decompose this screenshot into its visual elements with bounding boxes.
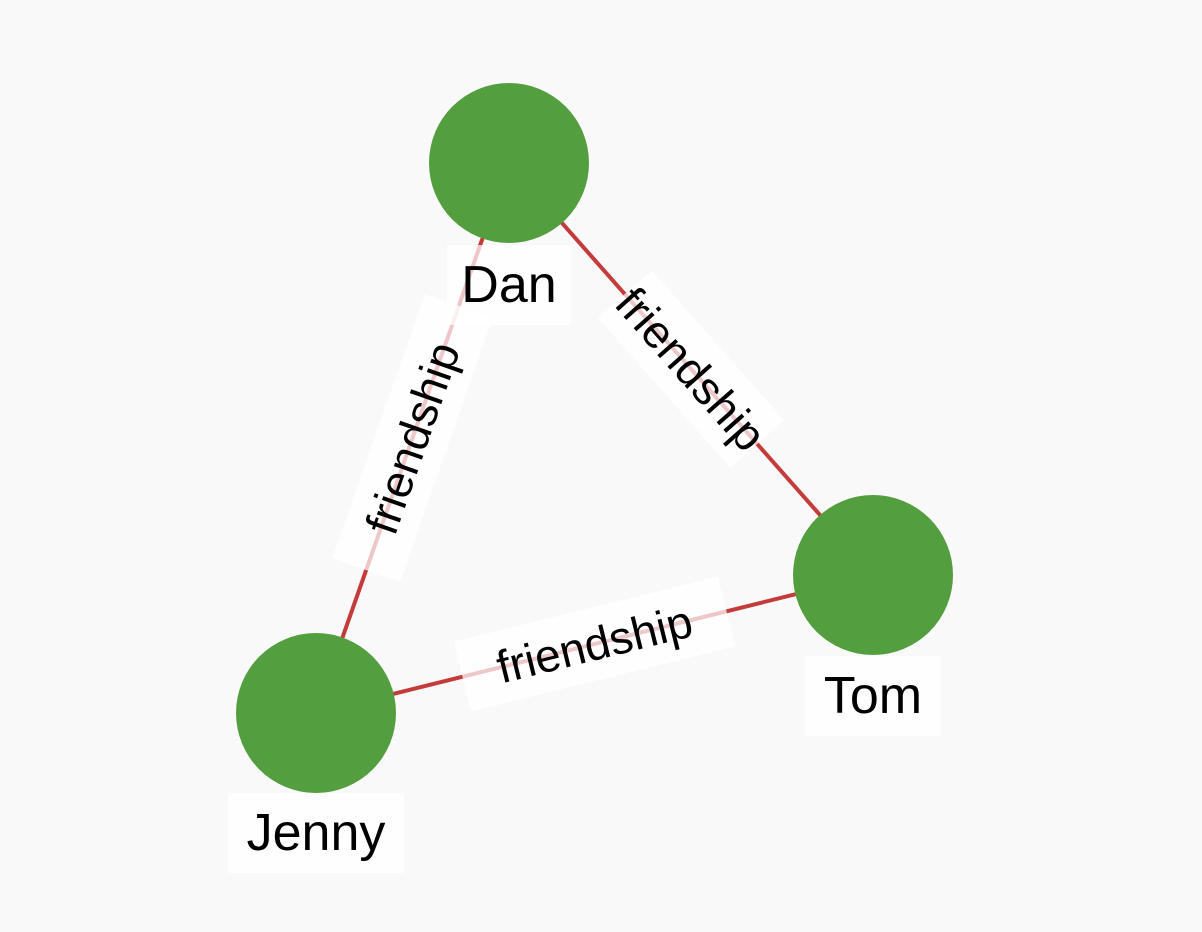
edge-label-background [332, 293, 493, 583]
node-label-tom: Tom [805, 656, 941, 736]
edge-label-background [597, 270, 785, 468]
node-layer [236, 83, 953, 793]
node-label-background [447, 245, 571, 325]
edge-label-dan-tom[interactable]: friendship [597, 270, 785, 468]
node-dan[interactable] [429, 83, 589, 243]
edge-label-text: friendship [605, 277, 776, 461]
node-label-background [805, 656, 941, 736]
node-label-background [228, 793, 404, 873]
node-label-text: Jenny [247, 804, 386, 862]
node-label-layer: Dan Tom Jenny [228, 245, 941, 873]
edge-label-background [453, 576, 736, 712]
node-label-text: Dan [461, 256, 556, 314]
edge-label-layer: friendship friendship friendship [332, 270, 785, 712]
node-label-dan: Dan [447, 245, 571, 325]
node-tom[interactable] [793, 495, 953, 655]
edge-label-dan-jenny[interactable]: friendship [332, 293, 493, 583]
node-jenny[interactable] [236, 633, 396, 793]
node-label-text: Tom [824, 667, 922, 725]
edge-label-jenny-tom[interactable]: friendship [453, 576, 736, 712]
edge-label-text: friendship [355, 335, 470, 540]
node-label-jenny: Jenny [228, 793, 404, 873]
